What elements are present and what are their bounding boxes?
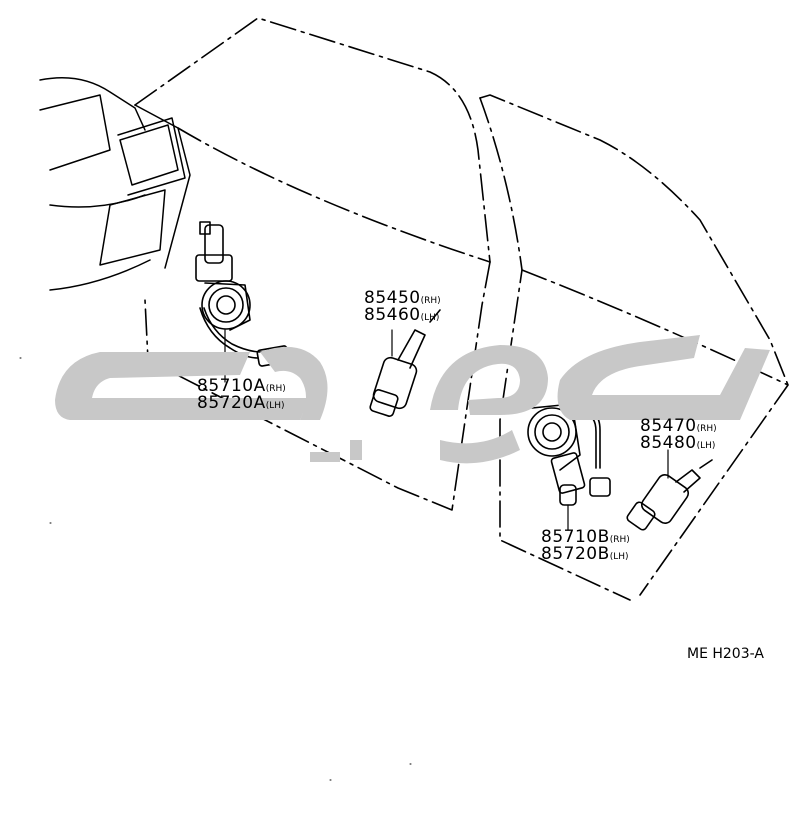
part-number-85470: 85470(RH) xyxy=(640,416,717,436)
rear-lock-solenoid xyxy=(626,449,713,531)
rear-regulator-motor xyxy=(527,403,611,531)
part-number-85460: 85460(LH) xyxy=(364,305,440,325)
car-body-pillar xyxy=(39,77,191,291)
part-number-85720A: 85720A(LH) xyxy=(197,393,285,413)
part-number-85720B: 85720B(LH) xyxy=(541,544,629,564)
part-number-85710A: 85710A(RH) xyxy=(197,376,286,396)
diagram-reference-code: ME H203-A xyxy=(687,646,764,662)
scan-specks xyxy=(19,357,412,781)
front-lock-solenoid xyxy=(369,309,441,417)
watermark-logo xyxy=(55,335,770,464)
rear-door-outline xyxy=(479,94,789,601)
part-number-85480: 85480(LH) xyxy=(640,433,716,453)
front-door-outline xyxy=(134,17,491,511)
part-number-85710B: 85710B(RH) xyxy=(541,527,630,547)
part-number-85450: 85450(RH) xyxy=(364,288,441,308)
